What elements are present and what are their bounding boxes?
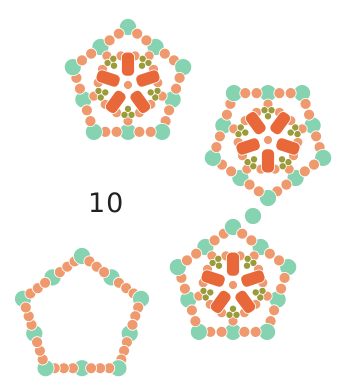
small-bead (186, 305, 197, 316)
seed-bead (138, 62, 145, 69)
step-number: 10 (88, 188, 124, 219)
small-bead (164, 105, 175, 116)
small-bead (300, 98, 311, 109)
seed-bead (242, 129, 249, 136)
small-bead (209, 235, 220, 246)
small-bead (211, 142, 222, 153)
small-bead (281, 179, 292, 190)
center-bead (229, 281, 238, 290)
seed-bead (250, 156, 257, 163)
small-bead (171, 83, 182, 94)
small-bead (81, 105, 92, 116)
small-bead (145, 126, 156, 137)
small-bead (274, 88, 285, 99)
small-bead (77, 55, 88, 66)
small-bead (159, 48, 170, 59)
center-bead (264, 136, 273, 145)
seed-bead (200, 287, 207, 294)
small-bead (250, 326, 261, 337)
small-bead (299, 166, 310, 177)
seed-bead (102, 89, 109, 96)
small-bead (104, 35, 115, 46)
seed-bead (252, 289, 259, 296)
small-bead (20, 302, 31, 313)
small-bead (111, 126, 122, 137)
small-bead (304, 109, 315, 120)
small-bead (86, 48, 97, 59)
small-bead (239, 326, 250, 337)
small-bead (226, 166, 237, 177)
small-bead (269, 305, 280, 316)
small-bead (279, 272, 290, 283)
small-bead (214, 131, 225, 142)
small-bead (221, 109, 232, 120)
small-bead (32, 337, 43, 348)
seed-bead (279, 163, 286, 170)
small-bead (276, 283, 287, 294)
center-bead (124, 81, 133, 90)
small-bead (132, 28, 143, 39)
small-bead (127, 319, 138, 330)
seed-bead (154, 87, 161, 94)
joining-bead (245, 208, 262, 225)
small-bead (134, 126, 145, 137)
seed-bead (243, 262, 250, 269)
motif-bottom-right (169, 219, 296, 341)
small-bead (216, 326, 227, 337)
seed-bead (294, 131, 301, 138)
seed-bead (95, 87, 102, 94)
seed-bead (287, 129, 294, 136)
small-bead (182, 255, 193, 266)
small-bead (240, 88, 251, 99)
joining-bead-right-to-bottom (245, 208, 262, 225)
small-bead (74, 83, 85, 94)
small-bead (174, 72, 185, 83)
small-bead (113, 28, 124, 39)
seed-bead (215, 255, 222, 262)
motif-top-left (64, 19, 191, 141)
small-bead (285, 88, 296, 99)
seed-bead (124, 105, 131, 112)
small-bead (253, 186, 264, 197)
seed-bead (147, 89, 154, 96)
small-bead (179, 283, 190, 294)
seed-bead (235, 131, 242, 138)
seed-bead (110, 55, 117, 62)
small-bead (86, 363, 97, 374)
small-bead (311, 131, 322, 142)
seed-bead (278, 156, 285, 163)
small-bead (309, 159, 320, 170)
petal-bead (262, 149, 275, 173)
small-bead (264, 248, 275, 259)
small-bead (244, 179, 255, 190)
small-bead (141, 35, 152, 46)
motif-bottom-left (15, 248, 150, 377)
seed-bead (259, 287, 266, 294)
small-bead (274, 255, 285, 266)
seed-bead (229, 305, 236, 312)
petal-bead (227, 252, 240, 276)
small-bead (190, 316, 201, 327)
small-bead (191, 248, 202, 259)
small-bead (85, 116, 96, 127)
seed-bead (215, 262, 222, 269)
small-bead (237, 228, 248, 239)
small-bead (246, 235, 257, 246)
petal-bead (122, 52, 135, 76)
small-bead (251, 88, 262, 99)
seed-bead (207, 289, 214, 296)
motif-right (204, 85, 331, 207)
seed-bead (110, 62, 117, 69)
seed-bead (264, 113, 271, 120)
small-bead (99, 267, 110, 278)
small-bead (40, 277, 51, 288)
